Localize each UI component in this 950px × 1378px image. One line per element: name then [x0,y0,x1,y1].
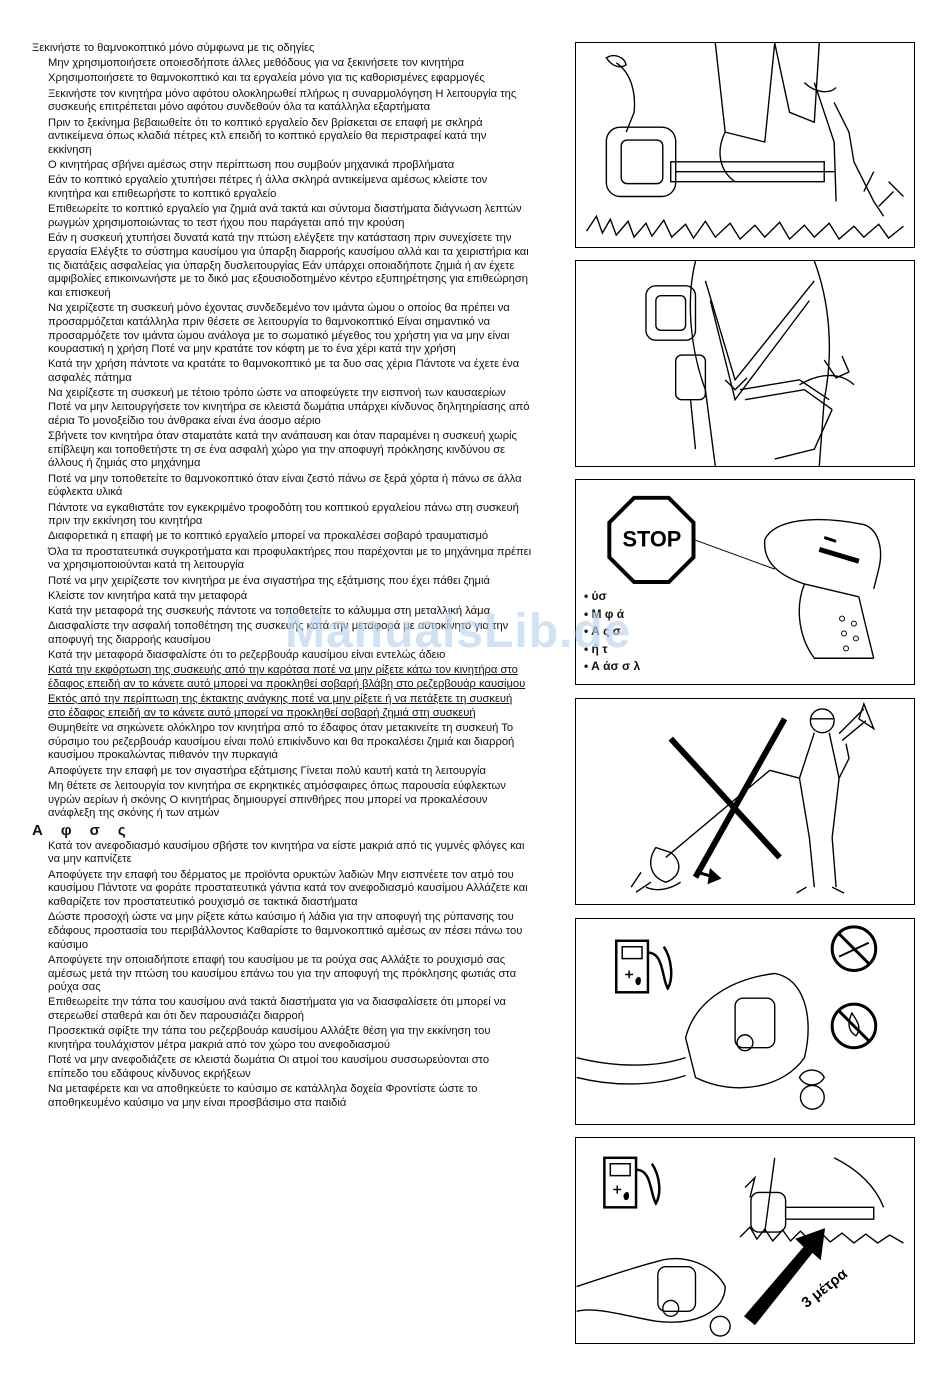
paragraph: Να μεταφέρετε και να αποθηκεύετε το καύσ… [48,1083,478,1109]
stop-bullet-3: Α ς σ [584,623,640,641]
paragraph: Διαφορετικά η επαφή με το κοπτικό εργαλε… [48,530,489,543]
text-column: Ξεκινήστε το θαμνοκοπτικό μόνο σύμφωνα μ… [32,42,532,1112]
refuel-distance-illustration: 3 μέτρα [576,1156,904,1337]
paragraph: Επιθεωρείτε το κοπτικό εργαλείο για ζημι… [48,203,522,229]
figure-refuel-distance: 3 μέτρα [575,1137,915,1344]
watermark: ManualsLib.de [285,605,632,658]
paragraph: Πάντοτε να εγκαθιστάτε τον εγκεκριμένο τ… [48,501,519,528]
stop-bullet-5: Α άσ σ λ [584,658,640,676]
paragraph: Εκτός από την περίπτωση της έκτακτης ανά… [48,693,513,719]
stop-switch-illustration: STOP [607,495,882,659]
figure-refuelling-safety [575,918,915,1125]
paragraph: Σβήνετε τον κινητήρα όταν σταματάτε κατά… [48,429,517,470]
paragraphs-after-heading: Κατά τον ανεφοδιασμό καυσίμου σβήστε τον… [32,840,532,1111]
paragraph: Εάν το κοπτικό εργαλείο χτυπήσει πέτρες … [48,174,488,201]
paragraphs-underlined: Κατά την εκφόρτωση της συσκευής από την … [32,664,532,720]
paragraph: Αποφύγετε την επαφή του δέρματος με προϊ… [48,868,528,908]
section-heading-refuelling: Αφσς [32,821,144,839]
stop-bullet-1: ύσ [584,588,640,606]
paragraph: Μη θέτετε σε λειτουργία τον κινητήρα σε … [48,779,506,820]
paragraph: Να χειρίζεστε τη συσκευή μόνο έχοντας συ… [48,302,510,356]
paragraph: Όλα τα προστατευτικά συγκροτήματα και πρ… [48,545,532,572]
paragraph: Αποφύγετε την επαφή με τον σιγαστήρα εξά… [48,764,487,777]
paragraphs-before-heading: Ξεκινήστε το θαμνοκοπτικό μόνο σύμφωνα μ… [32,42,532,663]
shoulder-strap-illustration [645,261,855,466]
paragraph: Ξεκινήστε το θαμνοκοπτικό μόνο σύμφωνα μ… [32,42,315,54]
distance-label: 3 μέτρα [799,1266,851,1311]
stop-bullet-2: Μ φ ά [584,606,640,624]
paragraph: Ξεκινήστε τον κινητήρα μόνο αφότου ολοκλ… [48,87,517,114]
paragraphs-after-underlined: Θυμηθείτε να σηκώνετε ολόκληρο τον κινητ… [32,722,532,821]
starting-trimmer-illustration [585,43,904,241]
paragraph: Θυμηθείτε να σηκώνετε ολόκληρο τον κινητ… [48,722,515,762]
paragraph: Ποτέ να μην τοποθετείτε το θαμνοκοπτικό … [48,472,522,499]
paragraph: Κατά την μεταφορά διασφαλίστε ότι το ρεζ… [48,649,446,662]
paragraph: Κατά την εκφόρτωση της συσκευής από την … [48,664,526,690]
paragraph: Αποφύγετε την οποιαδήποτε επαφή του καυσ… [48,953,517,994]
do-not-drop-illustration [630,701,876,894]
paragraph: Δώστε προσοχή ώστε να μην ρίξετε κάτω κα… [48,911,523,951]
paragraph: Μην χρησιμοποιήσετε οποιεσδήποτε άλλες μ… [48,57,465,70]
stop-sign-text: STOP [622,526,681,551]
stop-bullet-4: ή τ [584,641,640,659]
paragraph: Να χειρίζεστε τη συσκευή με τέτοιο τρόπο… [48,387,530,427]
paragraph: Ποτέ να μην ανεφοδιάζετε σε κλειστά δωμά… [48,1054,490,1080]
paragraph: Διασφαλίστε την ασφαλή τοποθέτηση της συ… [48,620,509,646]
refuelling-safety-illustration [576,925,878,1110]
figure-stop-switch: STOP ύσ Μ φ ά Α ς σ ή τ Α άσ σ λ [575,479,915,685]
figure-starting-trimmer [575,42,915,248]
paragraph: Κατά τον ανεφοδιασμό καυσίμου σβήστε τον… [48,839,525,866]
paragraph: Κλείστε τον κινητήρα κατά την μεταφορά [48,589,248,602]
paragraph: Πριν το ξεκίνημα βεβαιωθείτε ότι το κοπτ… [48,116,487,156]
figure-do-not-drop [575,698,915,905]
paragraph: Εάν η συσκευή χτυπήσει δυνατά κατά την π… [48,232,529,299]
paragraph: Κατά την χρήση πάντοτε να κρατάτε το θαμ… [48,358,520,385]
paragraph: Ποτέ να μην χειρίζεστε τον κινητήρα με έ… [48,574,490,587]
stop-bullet-list: ύσ Μ φ ά Α ς σ ή τ Α άσ σ λ [584,588,640,676]
paragraph: Επιθεωρείτε την τάπα του καυσίμου ανά τα… [48,996,506,1023]
figure-shoulder-strap [575,260,915,467]
paragraph: Κατά την μεταφορά της συσκευής πάντοτε ν… [48,604,491,617]
paragraph: Χρησιμοποιήσετε το θαμνοκοπτικό και τα ε… [48,72,485,85]
paragraph: Προσεκτικά σφίξτε την τάπα του ρεζερβουά… [48,1025,491,1052]
paragraph: Ο κινητήρας σβήνει αμέσως στην περίπτωση… [48,159,455,172]
